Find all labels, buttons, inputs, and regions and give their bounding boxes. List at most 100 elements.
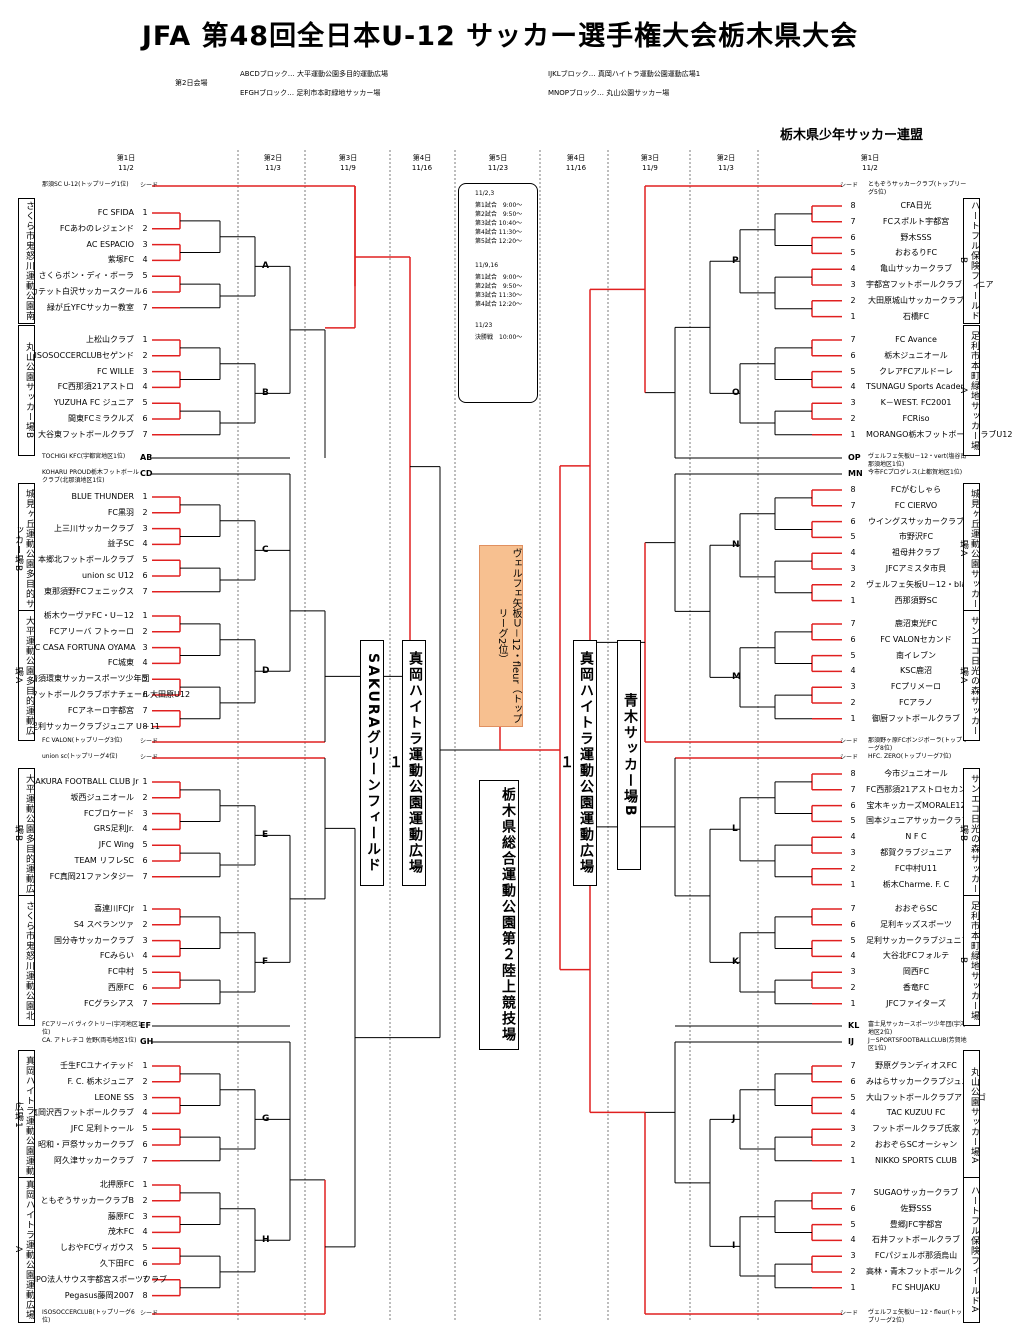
team-name: 石井フットボールクラブ [872, 1235, 960, 1245]
venue-side-label: ハートフル保険フィールドA [963, 1177, 980, 1323]
team-number: 2 [142, 626, 148, 636]
venue-efgh: EFGHブロック… 足利市本町緑地サッカー場 [240, 89, 381, 97]
team-name: FCスポルト宇都宮 [882, 216, 950, 226]
round-label: 第2日 [716, 154, 736, 162]
team-name: FCRiso [902, 414, 930, 423]
team-number: 3 [142, 523, 148, 533]
team-number: 6 [850, 232, 856, 242]
team-name: 国本ジュニアサッカークラブ [866, 816, 970, 826]
venue-side-label: 丸山公園サッカー場B [18, 325, 35, 456]
team-number: 1 [142, 492, 148, 501]
venue-aoki: 青木サッカー場B [617, 640, 641, 870]
seed-team-name: 今市FCプログレス(上都賀地区1位) [868, 469, 963, 476]
schedule-line: 第1試合 9:00～ [475, 202, 523, 209]
venue-side-label: さくら市鬼怒川運動公園南 [18, 198, 35, 324]
venue-side-label: 大平運動公園多目的運動広場A [13, 610, 35, 741]
team-number: 2 [142, 507, 148, 517]
team-name: FCブロケード [83, 808, 134, 818]
round-label: 第3日 [640, 154, 660, 162]
team-number: 1 [850, 1282, 856, 1292]
team-number: 5 [142, 1124, 148, 1134]
team-number: 6 [850, 516, 856, 526]
team-number: 6 [142, 414, 148, 423]
venue-ijkl: IJKLブロック… 真岡ハイトラ運動公園運動広場1 [548, 70, 701, 78]
team-name: 亀山サッカークラブ [880, 264, 952, 274]
team-name: しおやFCヴィガウス [59, 1243, 134, 1253]
team-name: 野原グランディオスFC [875, 1061, 957, 1070]
seed-code: MN [848, 469, 863, 478]
team-name: 石橋FC [902, 311, 930, 321]
team-name: CFA日光 [900, 201, 932, 210]
block-letter: A [262, 261, 269, 272]
team-name: カテット白沢サッカースクール [30, 287, 142, 296]
seed-team-name: CA. アトレチコ 佐野(両毛地区1位) [42, 1037, 137, 1044]
team-name: おおぞらSC [894, 904, 938, 913]
team-number: 5 [142, 1243, 148, 1253]
page-title: JFA 第48回全日本U-12 サッカー選手権大会栃木県大会 [141, 21, 859, 52]
team-name: 足利サッカークラブジュニア U－11 [30, 721, 161, 731]
team-number: 7 [850, 216, 856, 226]
team-name: 大田原城山サッカークラブ [868, 295, 964, 305]
team-name: 西原FC [107, 983, 134, 992]
seed-team-name: ともぞうサッカークラブ(トップリーグ5位) [868, 181, 967, 196]
team-number: 4 [142, 1227, 148, 1237]
team-name: 都賀クラブジュニア [880, 848, 952, 857]
team-number: 4 [142, 824, 148, 834]
team-number: 2 [142, 1195, 148, 1205]
team-number: 2 [142, 223, 148, 233]
team-number: 1 [142, 335, 148, 344]
team-name: 南イレブン [896, 650, 936, 660]
seed-team-name: FCアリーバ ヴィクトリー(宇河地区1位) [42, 1021, 142, 1036]
team-number: 3 [142, 1211, 148, 1221]
seed-team-name: KOHARU PROUD栃木フットボールクラブ(北那須地区1位) [42, 469, 139, 484]
team-number: 1 [850, 595, 856, 605]
team-number: 4 [850, 1235, 856, 1245]
team-name: 栃木Charme. F. C [882, 879, 950, 889]
team-number: 3 [142, 642, 148, 652]
round-label: 第4日 [566, 154, 586, 162]
schedule-line: 11/9,16 [475, 262, 499, 269]
venue-side-label: 大平運動公園多目的運動広場B [13, 768, 35, 899]
team-name: JFCアミスタ市貝 [885, 564, 947, 573]
team-name: 栃木ジュニオール [884, 350, 948, 360]
block-letter: L [732, 824, 738, 835]
team-name: クレアFCアルドーレ [878, 366, 954, 376]
team-name: FC黒羽 [107, 507, 134, 517]
team-number: 5 [142, 271, 148, 281]
team-number: 2 [142, 792, 148, 802]
seed-code: OP [848, 453, 861, 462]
round-date: 11/16 [565, 164, 587, 172]
team-number: 6 [142, 690, 148, 699]
seed-tag: シード [840, 1310, 859, 1317]
team-number: 7 [850, 904, 856, 913]
team-name: 岡西FC [902, 967, 930, 977]
team-number: 3 [142, 1092, 148, 1102]
team-number: 4 [850, 951, 856, 961]
team-name: 国分寺サッカークラブ [54, 935, 134, 945]
team-number: 7 [850, 500, 856, 510]
seed-team-name: 那須SC U-12(トップリーグ1位) [42, 181, 129, 188]
team-number: 7 [850, 784, 856, 794]
schedule-line: 第3試合 10:40～ [475, 220, 523, 227]
team-name: GRS足利Jr. [93, 824, 134, 834]
venue-side-label: サンエコ日光の森サッカー場B [958, 768, 980, 899]
team-name: 御厨フットボールクラブ [872, 713, 960, 723]
team-name: 紫塚FC [107, 255, 134, 265]
team-number: 3 [850, 280, 856, 289]
team-number: 7 [850, 619, 856, 628]
round-label: 第1日 [860, 154, 880, 162]
team-name: K－WEST. FC2001 [880, 398, 952, 408]
team-name: 大谷東フットボールクラブ [38, 429, 134, 439]
team-number: 7 [142, 586, 148, 596]
team-name: FC城東 [107, 658, 134, 668]
team-number: 6 [142, 856, 148, 865]
team-number: 7 [142, 998, 148, 1008]
team-name: みはらサッカークラブジュニア [866, 1076, 978, 1086]
team-number: 5 [850, 1092, 856, 1102]
